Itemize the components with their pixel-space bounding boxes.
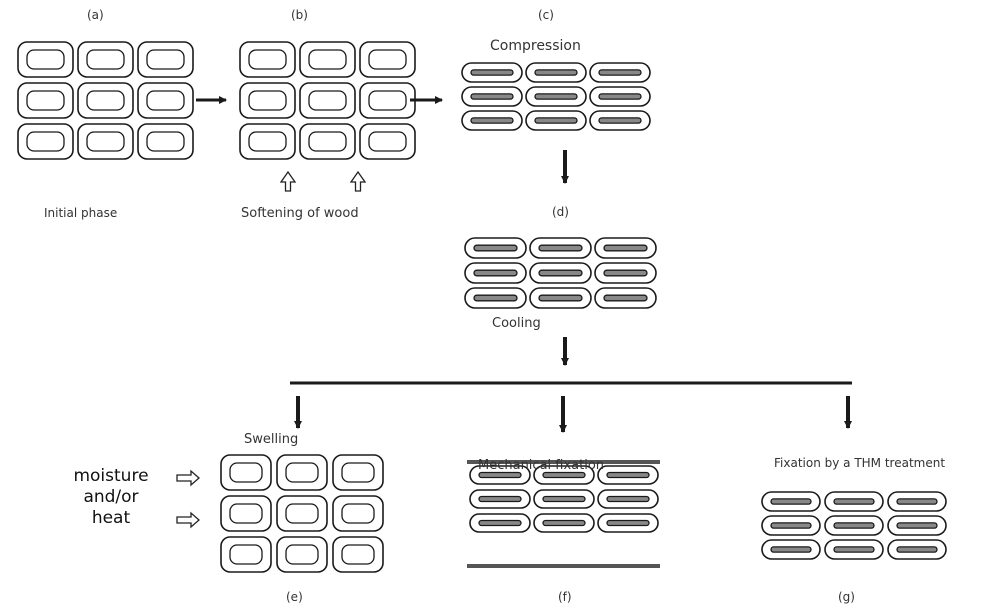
moisture-arrow-upper: [176, 469, 200, 487]
cell: [17, 82, 74, 119]
cell: [761, 515, 821, 536]
moisture-label-line2: and/or: [83, 487, 139, 507]
fixation-plate-bottom: [467, 564, 660, 568]
cell: [77, 123, 134, 160]
cell: [276, 536, 328, 573]
cell: [332, 454, 384, 491]
cell: [597, 465, 659, 485]
moisture-arrow-lower: [176, 511, 200, 529]
cell: [461, 86, 523, 107]
cell: [589, 110, 651, 131]
cell: [77, 82, 134, 119]
cell: [597, 513, 659, 533]
cell: [220, 495, 272, 532]
cell: [597, 489, 659, 509]
cell: [529, 262, 592, 284]
panel-e-letter: (e): [286, 590, 303, 604]
cell: [525, 62, 587, 83]
panel-b-letter: (b): [291, 8, 308, 22]
cell: [220, 536, 272, 573]
cell-grid-b: [239, 41, 416, 160]
panel-g-caption: Fixation by a THM treatment: [774, 456, 946, 470]
cell: [761, 539, 821, 560]
cell: [359, 123, 416, 160]
cell-grid-e: [220, 454, 384, 573]
up-arrow-left: [279, 170, 297, 192]
cell: [464, 237, 527, 259]
cell: [464, 287, 527, 309]
cell-grid-c: [461, 62, 651, 131]
cell: [533, 489, 595, 509]
cell: [17, 123, 74, 160]
cell: [276, 454, 328, 491]
cell-grid-a: [17, 41, 194, 160]
cell: [525, 86, 587, 107]
cell: [464, 262, 527, 284]
cell: [77, 41, 134, 78]
cell-grids: [17, 41, 947, 573]
cell-grid-g: [761, 491, 947, 560]
cell: [461, 62, 523, 83]
cell: [533, 465, 595, 485]
moisture-label-line1: moisture: [73, 466, 149, 486]
cell: [137, 41, 194, 78]
cell: [533, 513, 595, 533]
up-arrow-right: [349, 170, 367, 192]
cell: [332, 536, 384, 573]
panel-d-caption: Cooling: [492, 316, 541, 331]
cell: [469, 465, 531, 485]
cell: [525, 110, 587, 131]
cell: [594, 237, 657, 259]
cell: [824, 539, 884, 560]
cell: [594, 287, 657, 309]
panel-c-letter: (c): [538, 8, 554, 22]
cell: [220, 454, 272, 491]
cell: [359, 41, 416, 78]
moisture-heat-label: moisture and/or heat: [66, 466, 156, 529]
arrows: [176, 96, 852, 568]
cell: [239, 123, 296, 160]
panel-a-caption: Initial phase: [44, 206, 118, 220]
cell: [589, 86, 651, 107]
cell: [137, 82, 194, 119]
moisture-label-line3: heat: [91, 508, 131, 528]
panel-a-letter: (a): [87, 8, 104, 22]
panel-f-letter: (f): [558, 590, 572, 604]
cell: [887, 491, 947, 512]
panel-b-caption: Softening of wood: [241, 206, 359, 221]
panel-d-letter: (d): [552, 205, 569, 219]
panel-e-caption: Swelling: [244, 432, 299, 447]
cell: [589, 62, 651, 83]
cell: [469, 513, 531, 533]
cell: [299, 41, 356, 78]
cell: [824, 515, 884, 536]
fixation-plate-top: [467, 460, 660, 464]
panel-g-letter: (g): [838, 590, 855, 604]
cell: [887, 515, 947, 536]
cell: [17, 41, 74, 78]
cell: [332, 495, 384, 532]
cell: [359, 82, 416, 119]
cell: [276, 495, 328, 532]
cell: [239, 82, 296, 119]
cell: [299, 82, 356, 119]
cell: [469, 489, 531, 509]
panel-c-caption: Compression: [490, 38, 581, 54]
cell: [461, 110, 523, 131]
cell: [529, 287, 592, 309]
cell: [761, 491, 821, 512]
cell: [299, 123, 356, 160]
cell-grid-d: [464, 237, 657, 309]
cell: [137, 123, 194, 160]
cell: [824, 491, 884, 512]
cell: [239, 41, 296, 78]
cell: [887, 539, 947, 560]
panel-f-caption: Mechanical fixation: [478, 458, 605, 473]
cell-grid-f: [469, 465, 659, 533]
cell: [529, 237, 592, 259]
cell: [594, 262, 657, 284]
